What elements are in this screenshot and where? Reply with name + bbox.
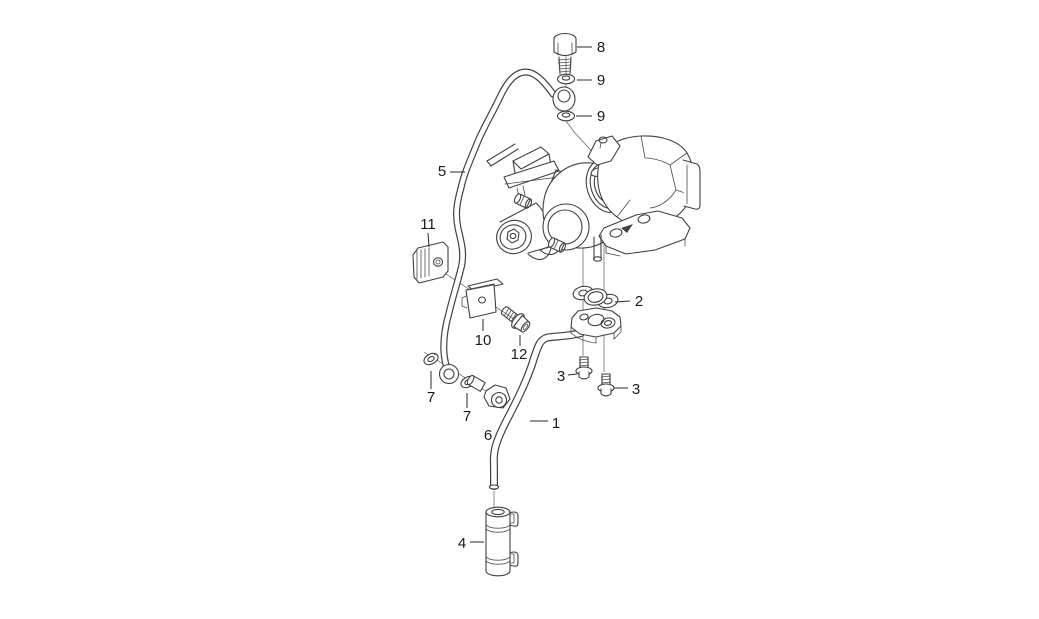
hose-clamp-screw-lower — [547, 237, 567, 253]
callout-label-4: 4 — [458, 535, 466, 552]
air-hose-stub — [486, 143, 519, 167]
callout-label-8: 8 — [597, 39, 605, 56]
air-inlet-duct — [503, 146, 585, 198]
callout-label-3b: 3 — [632, 381, 640, 398]
callout-label-3a: 3 — [557, 368, 565, 385]
mounting-flange — [598, 210, 691, 257]
callout-labels: 8 9 9 5 11 2 10 12 3 3 7 7 6 1 4 — [420, 39, 643, 552]
oil-supply-pipe — [438, 68, 576, 385]
flange-bolt-right — [597, 373, 615, 397]
pipe-bracket — [461, 278, 504, 319]
drain-gasket — [572, 285, 619, 309]
pipe-eye-upper — [552, 86, 576, 112]
callout-label-12: 12 — [511, 346, 528, 363]
callout-label-5: 5 — [438, 163, 446, 180]
pipe-clip — [412, 241, 449, 284]
callout-leaders — [427, 46, 631, 543]
flange-bolt-left — [575, 356, 593, 380]
assembly-centerlines — [423, 34, 605, 509]
leader-3a — [567, 373, 578, 376]
turbine-housing — [597, 135, 701, 227]
drain-pipe-flange — [570, 307, 622, 344]
oil-drain-pipe — [488, 329, 585, 490]
thread-section — [557, 56, 572, 75]
banjo-bolt — [553, 32, 577, 75]
leader-11 — [427, 232, 430, 248]
union-washer-left — [423, 352, 439, 366]
hose-clamp-screw-upper — [513, 193, 533, 209]
callout-label-9a: 9 — [597, 72, 605, 89]
callout-label-6: 6 — [484, 427, 492, 444]
pipe-open-end — [488, 484, 500, 490]
callout-label-9b: 9 — [597, 108, 605, 125]
leader-2 — [614, 300, 631, 303]
oil-drain-spigot — [592, 234, 603, 262]
union-fitting — [466, 374, 511, 409]
drain-hose — [485, 506, 519, 577]
orientation-arrow — [621, 224, 633, 233]
callout-label-11: 11 — [420, 216, 436, 233]
pipe-eye-lower — [438, 363, 460, 385]
bracket-bolt — [500, 306, 531, 333]
callout-label-1: 1 — [552, 415, 560, 432]
turbocharger-assembly — [486, 135, 701, 262]
callout-label-7b: 7 — [463, 408, 471, 425]
sealing-washer-lower — [556, 110, 576, 122]
callout-label-2: 2 — [635, 293, 643, 310]
sealing-washer-upper — [556, 73, 576, 85]
callout-label-7a: 7 — [427, 389, 435, 406]
callout-label-10: 10 — [475, 332, 492, 349]
actuator-bracket — [587, 135, 621, 166]
